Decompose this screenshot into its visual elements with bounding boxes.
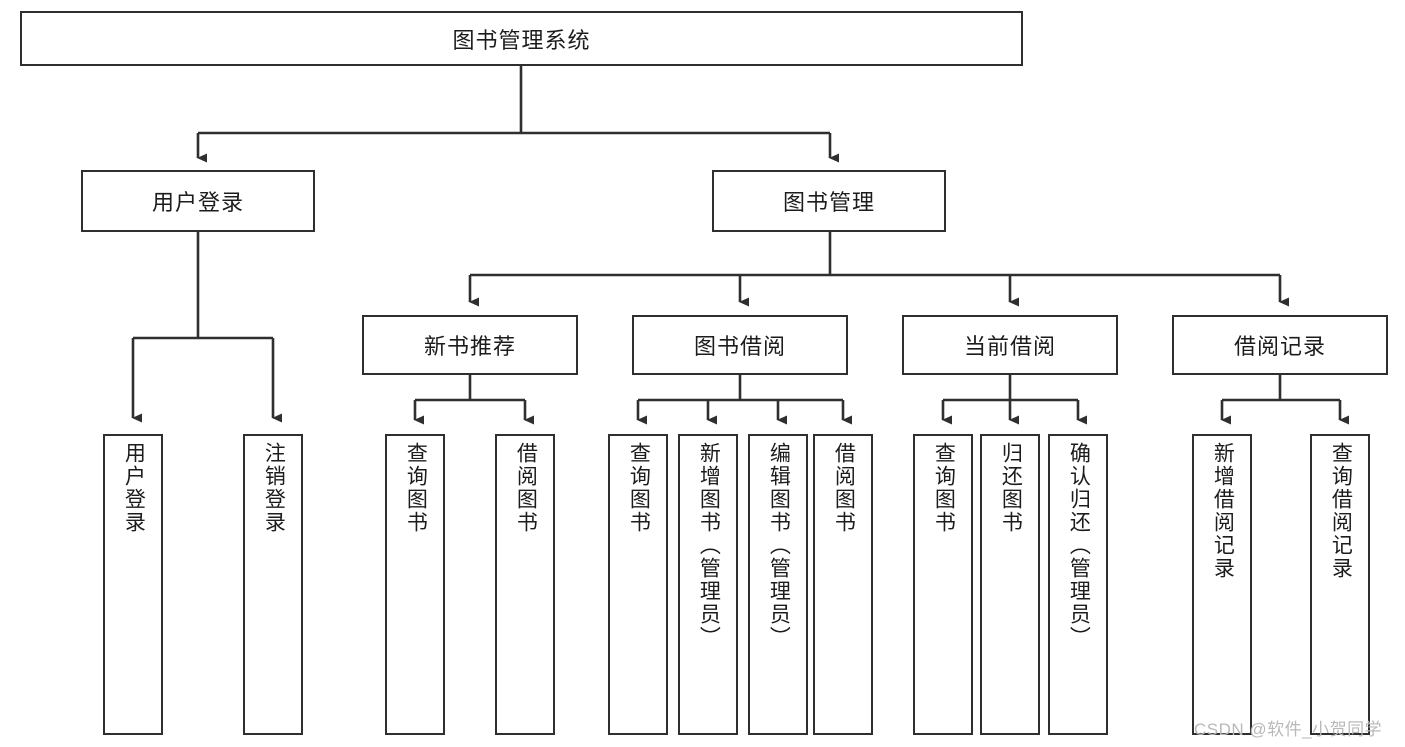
node-label: 查询图书 [627,442,651,534]
node-leaf-query-book-2[interactable]: 查询图书 [608,434,668,735]
node-leaf-logout-login[interactable]: 注销登录 [243,434,303,735]
node-label: 查询图书 [404,442,428,534]
node-leaf-user-login[interactable]: 用户登录 [103,434,163,735]
node-current-borrow[interactable]: 当前借阅 [902,315,1118,375]
node-leaf-return-book[interactable]: 归还图书 [980,434,1040,735]
node-leaf-query-borrow-record[interactable]: 查询借阅记录 [1310,434,1370,735]
node-label: 确认归还（管理员） [1067,442,1091,649]
node-leaf-borrow-book-1[interactable]: 借阅图书 [495,434,555,735]
node-label: 用户登录 [122,442,146,534]
node-label: 新增借阅记录 [1211,442,1235,580]
node-label: 查询借阅记录 [1329,442,1353,580]
node-label: 用户登录 [151,190,244,215]
node-leaf-add-book-admin[interactable]: 新增图书（管理员） [678,434,738,735]
node-label: 借阅记录 [1233,334,1326,359]
node-book-management-system[interactable]: 图书管理系统 [20,11,1023,66]
node-label: 图书管理系统 [452,27,591,53]
node-borrow-record[interactable]: 借阅记录 [1172,315,1388,375]
node-user-login[interactable]: 用户登录 [81,170,315,232]
node-leaf-confirm-return-admin[interactable]: 确认归还（管理员） [1048,434,1108,735]
node-leaf-edit-book-admin[interactable]: 编辑图书（管理员） [748,434,808,735]
csdn-watermark: CSDN @软件_小贺同学 [1194,720,1383,739]
node-label: 注销登录 [262,442,286,534]
node-new-book-recommend[interactable]: 新书推荐 [362,315,578,375]
node-label: 归还图书 [999,442,1023,534]
node-label: 新书推荐 [423,334,516,359]
node-book-management[interactable]: 图书管理 [712,170,946,232]
node-label: 当前借阅 [963,334,1056,359]
node-leaf-query-book-1[interactable]: 查询图书 [385,434,445,735]
node-label: 借阅图书 [832,442,856,534]
node-leaf-borrow-book-2[interactable]: 借阅图书 [813,434,873,735]
node-label: 查询图书 [932,442,956,534]
node-label: 编辑图书（管理员） [767,442,791,649]
node-label: 新增图书（管理员） [697,442,721,649]
node-book-borrow[interactable]: 图书借阅 [632,315,848,375]
node-label: 图书借阅 [693,334,786,359]
node-label: 图书管理 [782,190,875,215]
node-leaf-query-book-3[interactable]: 查询图书 [913,434,973,735]
node-label: 借阅图书 [514,442,538,534]
node-leaf-add-borrow-record[interactable]: 新增借阅记录 [1192,434,1252,735]
